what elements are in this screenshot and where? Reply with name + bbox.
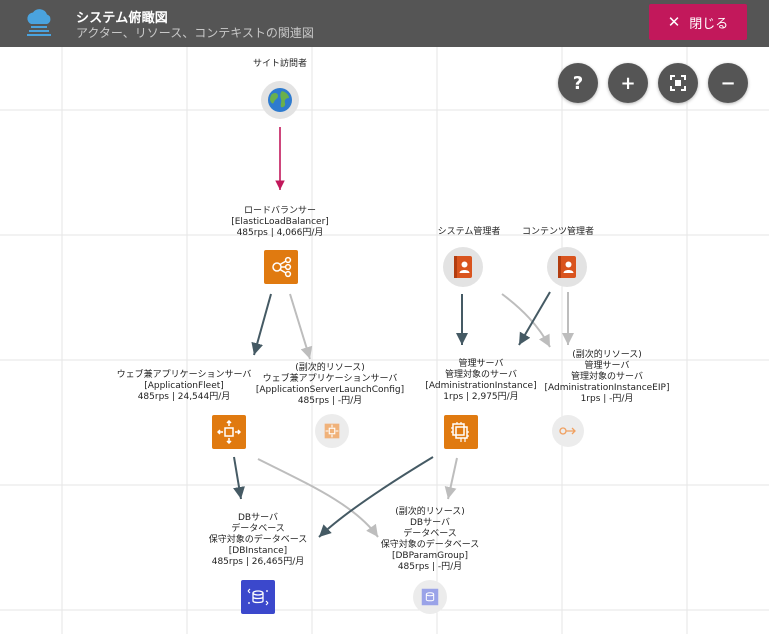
node-admineip[interactable] [552, 415, 584, 447]
node-label-appfleet: ウェブ兼アプリケーションサーバ [ApplicationFleet] 485rp… [116, 370, 252, 402]
ec2-instance-icon [451, 422, 469, 442]
node-appfleet[interactable] [212, 415, 246, 449]
admin-user-icon [558, 256, 576, 278]
database-icon [247, 588, 269, 606]
edge-sysadmin-admineip [501, 293, 551, 348]
autoscaling-icon [217, 420, 241, 444]
node-label-sysadmin: システム管理者 [437, 227, 501, 237]
cloud-stack-icon [27, 9, 51, 36]
header-bar: システム俯瞰図 アクター、リソース、コンテキストの関連図 ✕ 閉じる [0, 0, 769, 47]
fit-screen-icon [670, 75, 686, 91]
node-visitor[interactable] [261, 81, 299, 119]
elastic-ip-icon [559, 427, 576, 435]
node-label-contentadmin: コンテンツ管理者 [521, 227, 595, 237]
fit-screen-button[interactable] [658, 63, 698, 103]
help-button[interactable]: ? [558, 63, 598, 103]
edge-elb-launchconfig [289, 293, 313, 360]
diagram-canvas[interactable]: ? + − サイト訪問者 ロードバランサー [ElasticLoadBalanc… [0, 47, 769, 634]
node-admininstance[interactable] [444, 415, 478, 449]
node-label-elb: ロードバランサー [ElasticLoadBalancer] 485rps | … [231, 206, 329, 238]
node-sysadmin[interactable] [443, 247, 483, 287]
close-button-label: 閉じる [689, 16, 729, 32]
database-icon [421, 588, 439, 606]
node-dbinstance[interactable] [241, 580, 275, 614]
node-label-dbinstance: DBサーバ データベース 保守対象のデータベース [DBInstance] 48… [208, 513, 308, 567]
edge-layer [233, 127, 574, 538]
close-button[interactable]: ✕ 閉じる [649, 4, 747, 40]
zoom-out-button[interactable]: − [708, 63, 748, 103]
close-icon: ✕ [667, 13, 681, 31]
node-dbparam[interactable] [413, 580, 447, 614]
load-balancer-icon [272, 256, 292, 278]
globe-icon [268, 88, 292, 112]
admin-user-icon [454, 256, 472, 278]
page-subtitle: アクター、リソース、コンテキストの関連図 [76, 26, 314, 40]
node-label-visitor: サイト訪問者 [252, 59, 308, 69]
node-contentadmin[interactable] [547, 247, 587, 287]
node-label-launchconfig: (副次的リソース) ウェブ兼アプリケーションサーバ [ApplicationSe… [255, 363, 405, 406]
edge-elb-appfleet [251, 293, 272, 356]
autoscaling-icon [324, 423, 340, 439]
edge-contentadmin-admininstance [518, 291, 551, 346]
edge-admininstance-dbparam [444, 457, 458, 500]
edge-appfleet-dbparam [257, 458, 379, 538]
node-label-dbparam: (副次的リソース) DBサーバ データベース 保守対象のデータベース [DBPa… [380, 507, 480, 572]
node-label-admineip: (副次的リソース) 管理サーバ 管理対象のサーバ [Administration… [544, 350, 670, 404]
page-title: システム俯瞰図 [76, 11, 169, 26]
edge-admininstance-dbinstance [318, 456, 434, 538]
background-grid [0, 47, 769, 634]
edge-appfleet-dbinstance [233, 456, 245, 500]
node-elb[interactable] [264, 250, 298, 284]
zoom-in-button[interactable]: + [608, 63, 648, 103]
node-label-admininstance: 管理サーバ 管理対象のサーバ [AdministrationInstance] … [425, 359, 537, 402]
node-launchconfig[interactable] [315, 414, 349, 448]
